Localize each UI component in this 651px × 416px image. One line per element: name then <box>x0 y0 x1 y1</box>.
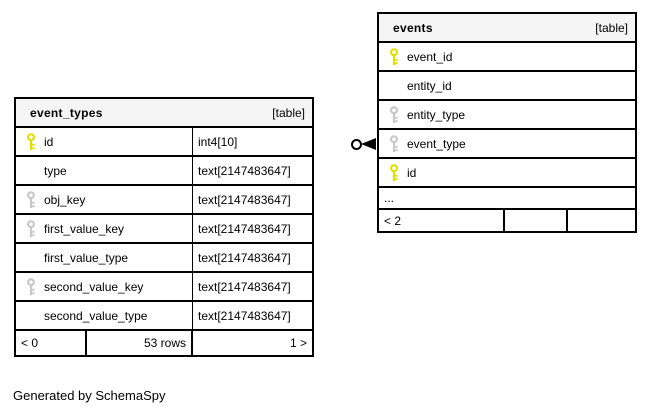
column-name: type <box>44 163 67 178</box>
table-footer: < 2 <box>379 210 635 231</box>
table-node-event-types[interactable]: event_types [table] id int4[10] type tex… <box>14 97 314 357</box>
table-type-badge: [table] <box>272 105 305 120</box>
children-count <box>568 210 635 231</box>
relationship-arrowhead-icon <box>361 138 376 150</box>
column-name: entity_type <box>407 107 466 122</box>
column-name: entity_id <box>407 78 452 93</box>
column-name: first_value_type <box>44 250 129 265</box>
generated-by-label: Generated by SchemaSpy <box>13 388 166 403</box>
column-row: id int4[10] <box>16 128 312 157</box>
column-type: text[2147483647] <box>198 279 291 294</box>
column-row: event_type <box>379 130 635 159</box>
column-row: second_value_key text[2147483647] <box>16 273 312 302</box>
column-type: text[2147483647] <box>198 192 291 207</box>
column-name: id <box>44 134 54 149</box>
children-count: 1 > <box>289 336 307 350</box>
column-row: obj_key text[2147483647] <box>16 186 312 215</box>
column-row: second_value_type text[2147483647] <box>16 302 312 331</box>
index-key-icon <box>27 278 36 295</box>
column-type: int4[10] <box>198 134 238 149</box>
primary-key-icon <box>390 164 399 181</box>
column-row: entity_id <box>379 72 635 101</box>
column-row: entity_type <box>379 101 635 130</box>
row-count: 53 rows <box>87 331 193 355</box>
column-type: text[2147483647] <box>198 250 291 265</box>
index-key-icon <box>390 135 399 152</box>
index-key-icon <box>390 106 399 123</box>
column-name: second_value_type <box>44 308 148 323</box>
column-name: event_id <box>407 49 453 64</box>
column-type: text[2147483647] <box>198 163 291 178</box>
hidden-columns-ellipsis: ... <box>379 188 635 210</box>
table-header[interactable]: events [table] <box>379 14 635 43</box>
column-row: type text[2147483647] <box>16 157 312 186</box>
column-row: first_value_key text[2147483647] <box>16 215 312 244</box>
index-key-icon <box>27 220 36 237</box>
column-name: first_value_key <box>44 221 125 236</box>
parents-count: < 2 <box>379 210 505 231</box>
column-name: id <box>407 165 417 180</box>
table-name: events <box>393 20 433 35</box>
table-footer: < 0 53 rows 1 > <box>16 331 312 355</box>
column-name: event_type <box>407 136 466 151</box>
primary-key-icon <box>390 48 399 65</box>
table-type-badge: [table] <box>595 20 628 35</box>
column-row: first_value_type text[2147483647] <box>16 244 312 273</box>
column-type: text[2147483647] <box>198 221 291 236</box>
column-name: obj_key <box>44 192 86 207</box>
column-type: text[2147483647] <box>198 308 291 323</box>
parents-count: < 0 <box>16 331 87 355</box>
column-row: event_id <box>379 43 635 72</box>
table-name: event_types <box>30 105 103 120</box>
column-name: second_value_key <box>44 279 144 294</box>
table-header[interactable]: event_types [table] <box>16 99 312 128</box>
column-row: id <box>379 159 635 188</box>
row-count <box>505 210 568 231</box>
primary-key-icon <box>27 133 36 150</box>
table-node-events[interactable]: events [table] event_id entity_id entity… <box>377 12 637 233</box>
index-key-icon <box>27 191 36 208</box>
